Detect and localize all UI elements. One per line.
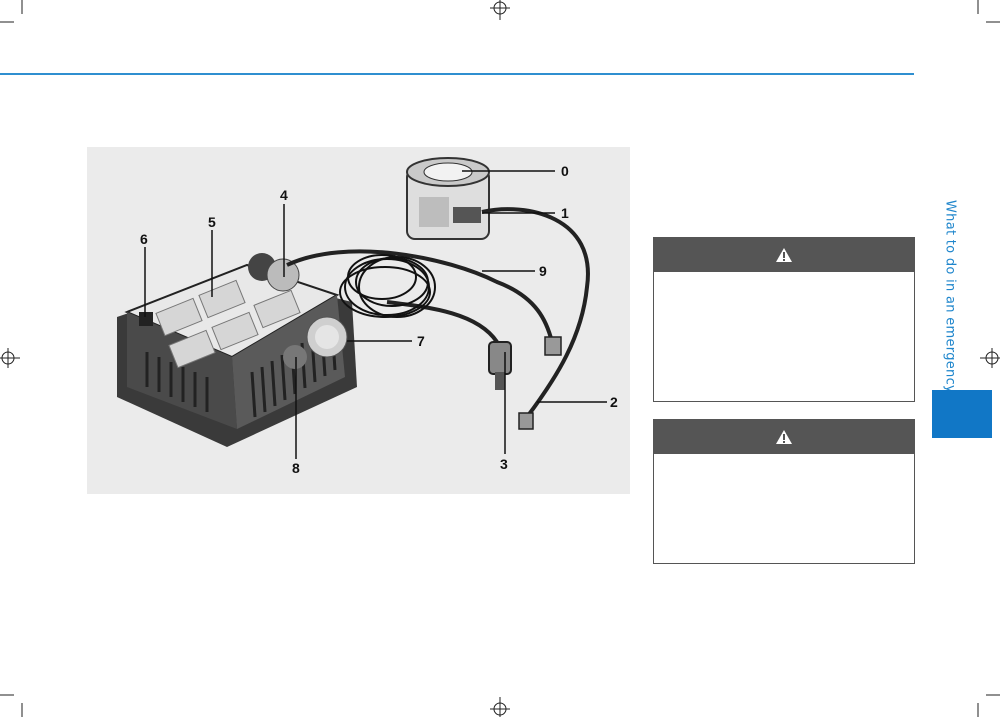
- warning-header-2: [654, 420, 914, 454]
- callout-6: 6: [140, 231, 148, 247]
- callout-2: 2: [610, 394, 618, 410]
- hose-connector: [518, 336, 562, 430]
- kit-illustration: 0 1 2 3 4 5 6 7 8 9: [117, 157, 618, 476]
- power-plug: [488, 341, 512, 390]
- callout-0: 0: [561, 163, 569, 179]
- warning-triangle-icon: [776, 430, 792, 444]
- sealant-bottle: [406, 157, 490, 240]
- tire-mobility-kit-figure: 0 1 2 3 4 5 6 7 8 9: [87, 147, 630, 494]
- callout-8: 8: [292, 460, 300, 476]
- warning-box-1: [653, 237, 915, 402]
- chapter-side-label: What to do in an emergency: [928, 200, 972, 395]
- warning-header-1: [654, 238, 914, 272]
- chapter-tab: [932, 390, 992, 438]
- callout-4: 4: [280, 187, 288, 203]
- callout-3: 3: [500, 456, 508, 472]
- callout-9: 9: [539, 263, 547, 279]
- callout-7: 7: [417, 333, 425, 349]
- registration-mark-right: [980, 348, 1000, 368]
- registration-mark-bottom: [490, 697, 510, 717]
- registration-mark-left: [0, 348, 20, 368]
- callout-5: 5: [208, 214, 216, 230]
- registration-mark-top: [490, 0, 510, 20]
- warning-box-2: [653, 419, 915, 564]
- header-rule: [0, 73, 914, 75]
- callout-1: 1: [561, 205, 569, 221]
- power-cord: [339, 254, 436, 318]
- warning-triangle-icon: [776, 248, 792, 262]
- chapter-title: What to do in an emergency: [942, 200, 958, 394]
- compressor-unit: [117, 253, 357, 447]
- hoses: [286, 207, 590, 419]
